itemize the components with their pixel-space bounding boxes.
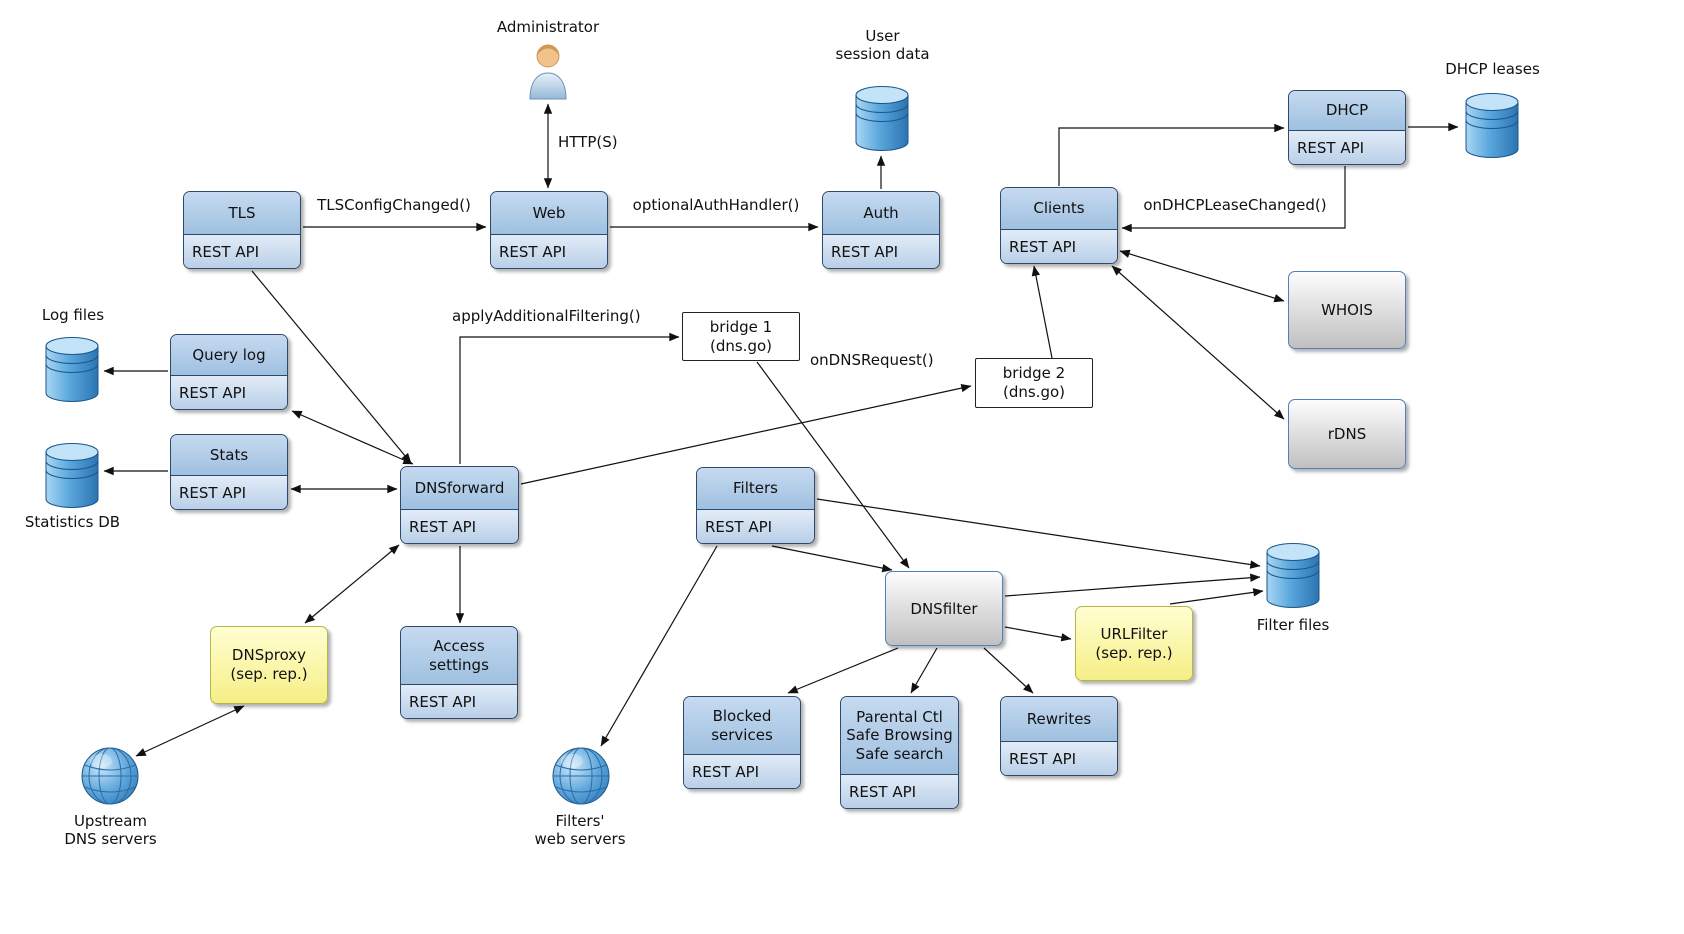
edge-dnsfilter-parental	[910, 647, 938, 694]
edge-bridge1-dnsfilter	[756, 361, 910, 569]
node-access-settings-title: Access settings	[401, 627, 517, 685]
upstream-dns-label: Upstream DNS servers	[64, 812, 157, 849]
edge-filters-dnsfilter	[771, 545, 893, 573]
edge-urlfilter-filterfiles	[1169, 588, 1264, 605]
edge-label-on-dhcp-lease-changed: onDHCPLeaseChanged()	[1143, 196, 1327, 214]
edge-dnsfilter-urlfilter	[1004, 626, 1072, 642]
node-dnsforward: DNSforward REST API	[400, 466, 519, 544]
statistics-db-label: Statistics DB	[24, 513, 121, 531]
edge-label-https: HTTP(S)	[558, 133, 618, 151]
administrator-label: Administrator	[496, 18, 600, 36]
node-dhcp: DHCP REST API	[1288, 90, 1406, 165]
database-icon	[1465, 93, 1519, 158]
node-filters-title: Filters	[697, 468, 814, 510]
node-blocked-services: Blocked services REST API	[683, 696, 801, 789]
node-parental-title: Parental Ctl Safe Browsing Safe search	[841, 697, 958, 775]
node-tls-api: REST API	[184, 235, 300, 268]
edge-dnsfilter-filterfiles	[1004, 573, 1261, 597]
filter-files-db	[1265, 542, 1321, 613]
upstream-dns-globe	[80, 746, 140, 810]
user-session-data-db	[854, 85, 910, 156]
node-stats-title: Stats	[171, 435, 287, 476]
dhcp-leases-db	[1464, 92, 1520, 163]
node-web-api: REST API	[491, 235, 607, 268]
node-stats: Stats REST API	[170, 434, 288, 510]
node-dhcp-api: REST API	[1289, 131, 1405, 164]
node-rewrites: Rewrites REST API	[1000, 696, 1118, 776]
node-auth-title: Auth	[823, 192, 939, 235]
edge-dnsproxy-upstream	[135, 705, 245, 757]
edge-dhcp-clients	[1121, 166, 1346, 233]
node-query-log: Query log REST API	[170, 334, 288, 410]
edge-dnsfilter-blockedservices	[787, 647, 899, 694]
node-query-log-title: Query log	[171, 335, 287, 376]
user-session-data-label: User session data	[835, 27, 930, 64]
node-auth-api: REST API	[823, 235, 939, 268]
edge-clients-dhcp	[1058, 123, 1285, 186]
filters-web-servers-label: Filters' web servers	[534, 812, 626, 849]
edge-dnsforward-bridge2	[520, 383, 972, 485]
edge-label-tls-config-changed: TLSConfigChanged()	[317, 196, 471, 214]
edge-clients-rdns	[1111, 265, 1285, 420]
node-blocked-services-title: Blocked services	[684, 697, 800, 755]
node-clients-api: REST API	[1001, 230, 1117, 263]
log-files-label: Log files	[41, 306, 105, 324]
edge-filters-webservers	[600, 545, 718, 747]
module-rdns: rDNS	[1288, 399, 1406, 469]
edge-bridge2-clients	[1031, 265, 1053, 359]
log-files-db	[44, 336, 100, 407]
node-rewrites-api: REST API	[1001, 742, 1117, 775]
node-rewrites-title: Rewrites	[1001, 697, 1117, 742]
edge-label-apply-additional-filtering: applyAdditionalFiltering()	[452, 307, 641, 325]
module-dnsfilter: DNSfilter	[885, 571, 1003, 646]
filter-files-label: Filter files	[1256, 616, 1330, 634]
database-icon	[1266, 543, 1320, 608]
node-stats-api: REST API	[171, 476, 287, 509]
node-filters-api: REST API	[697, 510, 814, 543]
edge-label-optional-auth-handler: optionalAuthHandler()	[632, 196, 800, 214]
module-whois: WHOIS	[1288, 271, 1406, 349]
edge-clients-whois	[1119, 249, 1285, 303]
node-dnsforward-api: REST API	[401, 510, 518, 543]
node-tls: TLS REST API	[183, 191, 301, 269]
edge-label-on-dns-request: onDNSRequest()	[810, 351, 934, 369]
edge-dnsfilter-rewrites	[983, 647, 1034, 694]
node-blocked-services-api: REST API	[684, 755, 800, 788]
globe-icon	[81, 747, 139, 805]
node-dnsforward-title: DNSforward	[401, 467, 518, 510]
filters-web-servers-globe	[551, 746, 611, 810]
database-icon	[45, 337, 99, 402]
edge-filters-filterfiles	[816, 498, 1261, 569]
globe-icon	[552, 747, 610, 805]
node-filters: Filters REST API	[696, 467, 815, 544]
node-dhcp-title: DHCP	[1289, 91, 1405, 131]
node-parental: Parental Ctl Safe Browsing Safe search R…	[840, 696, 959, 809]
node-access-settings-api: REST API	[401, 685, 517, 718]
node-access-settings: Access settings REST API	[400, 626, 518, 719]
node-web-title: Web	[491, 192, 607, 235]
node-clients: Clients REST API	[1000, 187, 1118, 264]
statistics-db	[44, 442, 100, 513]
module-urlfilter: URLFilter (sep. rep.)	[1075, 606, 1193, 681]
edge-dnsforward-bridge1	[459, 332, 680, 464]
node-auth: Auth REST API	[822, 191, 940, 269]
node-parental-api: REST API	[841, 775, 958, 808]
node-query-log-api: REST API	[171, 376, 287, 409]
edge-dnsforward-querylog	[291, 410, 414, 465]
dhcp-leases-label: DHCP leases	[1445, 60, 1540, 78]
database-icon	[45, 443, 99, 508]
module-bridge1: bridge 1 (dns.go)	[682, 312, 800, 361]
edge-dnsforward-dnsproxy	[304, 544, 400, 624]
node-web: Web REST API	[490, 191, 608, 269]
administrator-figure	[525, 42, 571, 104]
node-clients-title: Clients	[1001, 188, 1117, 230]
person-icon	[529, 44, 567, 100]
database-icon	[855, 86, 909, 151]
module-dnsproxy: DNSproxy (sep. rep.)	[210, 626, 328, 704]
node-tls-title: TLS	[184, 192, 300, 235]
module-bridge2: bridge 2 (dns.go)	[975, 358, 1093, 408]
